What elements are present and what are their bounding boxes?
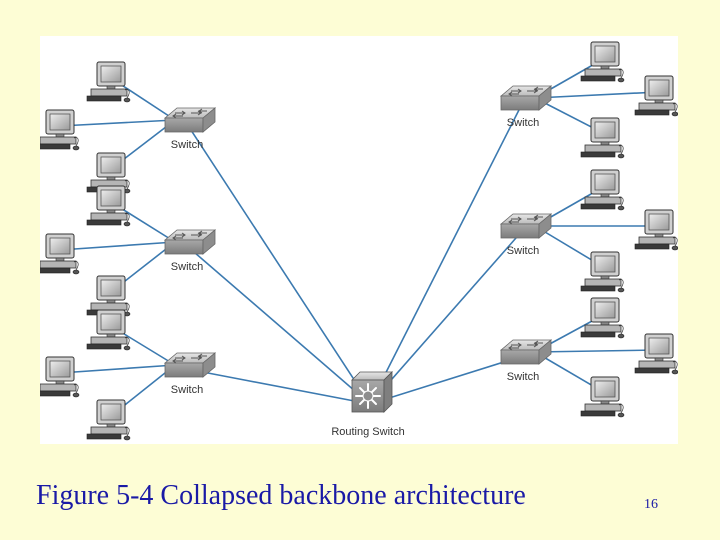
backbone-link [186, 123, 371, 405]
computer-icon [86, 309, 131, 351]
access-link [534, 349, 660, 353]
computer-icon [86, 61, 131, 103]
access-link [59, 119, 176, 127]
computer-icon [580, 117, 625, 159]
computer-icon [634, 75, 678, 117]
routing-switch-icon [351, 371, 393, 413]
switch-icon [164, 107, 216, 133]
computer-icon [580, 169, 625, 211]
switch-icon [500, 85, 552, 111]
switch-icon [164, 229, 216, 255]
switch-icon [500, 213, 552, 239]
computer-icon [40, 233, 80, 275]
switch-label: Switch [171, 261, 203, 273]
backbone-link [369, 355, 524, 405]
computer-icon [634, 333, 678, 375]
computer-icon [40, 356, 80, 398]
switch-icon [164, 352, 216, 378]
routing-switch-label: Routing Switch [331, 426, 404, 438]
backbone-link [369, 229, 524, 405]
switch-label: Switch [171, 384, 203, 396]
computer-icon [580, 297, 625, 339]
access-link [59, 364, 176, 374]
switch-label: Switch [507, 245, 539, 257]
slide-number: 16 [644, 497, 658, 512]
computer-icon [580, 41, 625, 83]
backbone-link [186, 245, 371, 405]
computer-icon [40, 109, 80, 151]
switch-label: Switch [171, 139, 203, 151]
access-link [59, 241, 176, 251]
computer-icon [634, 209, 678, 251]
switch-label: Switch [507, 117, 539, 129]
switch-label: Switch [507, 371, 539, 383]
backbone-link [186, 368, 371, 405]
access-link [534, 91, 660, 99]
figure-caption: Figure 5-4 Collapsed backbone architectu… [36, 480, 526, 511]
computer-icon [86, 399, 131, 441]
backbone-link [369, 101, 524, 405]
switch-icon [500, 339, 552, 365]
